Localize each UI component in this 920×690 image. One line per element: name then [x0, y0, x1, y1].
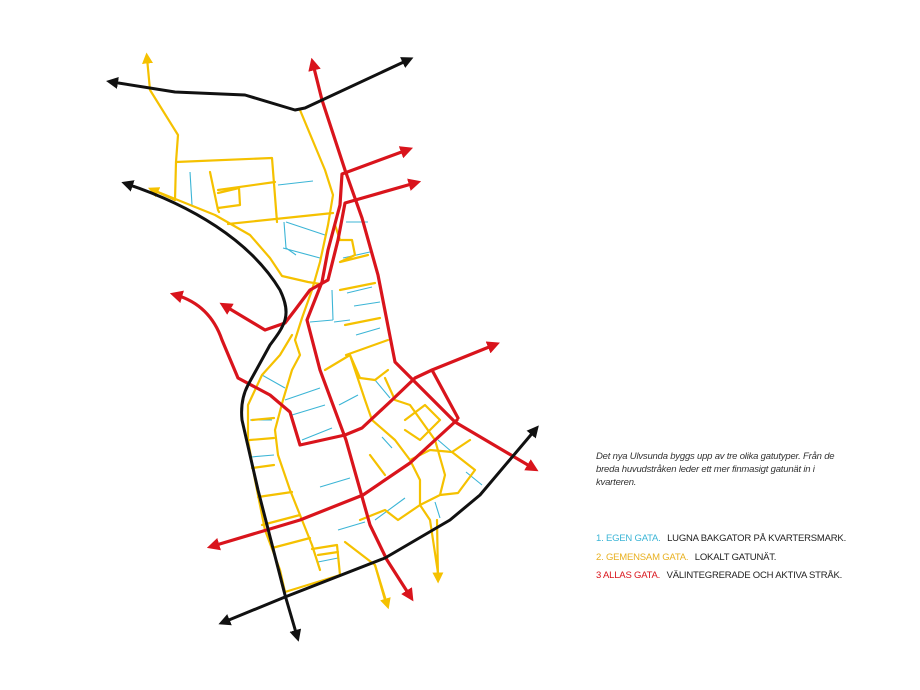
- main-streets-red: [169, 57, 539, 602]
- legend-item-egen-gata: 1. EGEN GATA. LUGNA BAKGATOR PÅ KVARTERS…: [596, 533, 846, 544]
- legend-title: 2. GEMENSAM GATA.: [596, 552, 689, 563]
- legend-item-allas-gata: 3 ALLAS GATA. VÄLINTEGRERADE OCH AKTIVA …: [596, 570, 842, 581]
- legend-text: VÄLINTEGRERADE OCH AKTIVA STRÅK.: [666, 570, 843, 581]
- legend-item-gemensam-gata: 2. GEMENSAM GATA. LOKALT GATUNÄT.: [596, 552, 776, 563]
- legend-title: 1. EGEN GATA.: [596, 533, 661, 544]
- legend-title: 3 ALLAS GATA.: [596, 570, 661, 581]
- legend-text: LUGNA BAKGATOR PÅ KVARTERSMARK.: [667, 533, 847, 544]
- boundary-black: [106, 57, 539, 642]
- legend-text: LOKALT GATUNÄT.: [694, 552, 777, 563]
- description-text: Det nya Ulvsunda byggs upp av tre olika …: [596, 451, 835, 488]
